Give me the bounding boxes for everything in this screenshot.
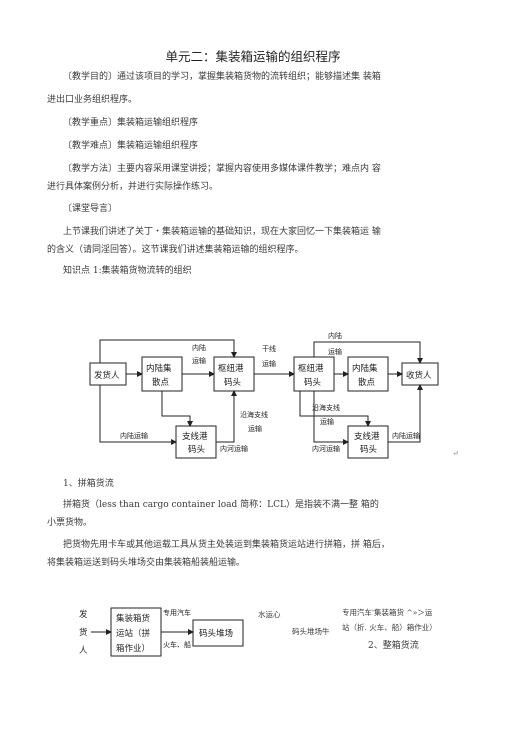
edge-label-coastal-a-2: 运输 — [248, 424, 262, 433]
shipper-label: 发货人 — [94, 370, 120, 381]
section-1-para-2-line-1: 把货物先用卡车或其他运载工具从货主处装运到集装箱货运站进行拼箱，拼 箱后， — [63, 540, 390, 550]
edge-label-inland-right-2: 运输 — [328, 347, 342, 356]
return-mark: ↵ — [452, 449, 459, 458]
edge-label-inland-top-2: 运输 — [192, 356, 206, 365]
feeder-port-b-line-1: 支线港 — [354, 431, 380, 442]
edge-label-inland-left: 内陆运输 — [120, 431, 148, 440]
inland-point-b-line-1: 内陆集 — [352, 363, 378, 374]
intro-heading: 〔课堂导言〕 — [63, 204, 118, 214]
lcl-shipper-3: 人 — [79, 646, 88, 656]
edge-label-river-b: 内河运输 — [312, 444, 340, 453]
hub-port-b-line-1: 枢纽港 — [298, 363, 324, 374]
hub-port-a-line-1: 枢纽港 — [218, 363, 244, 374]
edge-label-trunk-1: 干线 — [262, 344, 276, 353]
method-line-2: 进行具体案例分析，并进行实际操作练习。 — [47, 182, 219, 192]
inland-point-b-line-2: 散点 — [358, 377, 376, 388]
inland-point-a-line-2: 散点 — [152, 377, 170, 388]
water-label: 水运心 — [258, 610, 281, 619]
right-note-line-1: 专用汽车'集装箱货 ^»＞运 — [342, 608, 433, 617]
method-line-1: 〔教学方法〕主要内容采用课堂讲授；掌握内容使用多媒体课件教学；难点内 容 — [63, 164, 381, 174]
section-1-para-1-line-2: 小票货物。 — [47, 518, 93, 528]
intro-line-2: 的含义（请同淫回答）。这节课我们讲述集装箱运输的组织程序。 — [47, 245, 304, 255]
edge-label-coastal-b-2: 运输 — [320, 417, 334, 426]
section-1-heading: 1、拼箱货流 — [63, 479, 114, 489]
yard-right-label: 码头堆场牛 — [292, 627, 330, 636]
edge-label-inland-top-1: 内陆 — [192, 343, 206, 352]
hub-port-a-line-2: 码头 — [224, 377, 242, 388]
edge-label-coastal-b-1: 沿海支线 — [312, 403, 340, 412]
edge-label-inland-right: 内陆运输 — [392, 431, 420, 440]
section-1-para-2-line-2: 将集装箱运送到码头堆场交由集装箱船装船运输。 — [47, 558, 246, 568]
station-line-3: 箱作业） — [116, 643, 150, 654]
difficulty-line: 〔教学难点〕集装箱运输组织程序 — [63, 141, 199, 151]
edge-label-coastal-a-1: 沿海支线 — [240, 410, 268, 419]
objective-line-2: 进出口业务组织程序。 — [47, 95, 138, 105]
inland-point-a-line-1: 内陆集 — [146, 363, 172, 374]
edge-label-truck: 专用汽车 — [163, 608, 191, 617]
yard-label: 码头堆场 — [199, 628, 233, 639]
edge-label-river-a: 内河运输 — [220, 444, 248, 453]
section-1-para-1-line-1: 拼箱货（less than cargo container load 简称：LC… — [63, 500, 379, 510]
lcl-flow-diagram: 发 货 人 集装箱货 运站（拼 箱作业） 码头堆场 专用汽车 火车、船 — [79, 607, 244, 657]
section-2-heading: 2、整箱货流 — [368, 641, 419, 651]
right-note-line-2: 站（折. 火车、船）箱作业） — [342, 623, 437, 632]
consignee-label: 收货人 — [406, 370, 432, 381]
edge-label-inland-right-1: 内陆 — [328, 331, 342, 340]
objective-line-1: 〔教学目的〕通过该项目的学习，掌握集装箱货物的流转组织；能够描述集 装箱 — [63, 72, 381, 82]
hub-port-b-line-2: 码头 — [304, 377, 322, 388]
feeder-port-b-line-2: 码头 — [360, 444, 378, 455]
edge-label-rail-ship: 火车、船 — [163, 640, 191, 649]
container-flow-diagram: 发货人 内陆集 散点 枢纽港 码头 枢纽港 码头 内陆集 散点 收货人 支线港 … — [89, 331, 439, 459]
page-title: 单元二：集装箱运输的组织程序 — [165, 49, 341, 64]
station-line-2: 运站（拼 — [116, 628, 151, 639]
lcl-shipper-2: 货 — [79, 627, 88, 638]
feeder-port-a-line-1: 支线港 — [182, 431, 208, 442]
station-line-1: 集装箱货 — [116, 613, 151, 624]
knowledge-point-1: 知识点 1:集装箱货物流转的组织 — [63, 266, 192, 276]
lcl-shipper-1: 发 — [79, 609, 88, 620]
edge-label-trunk-2: 运输 — [262, 359, 276, 368]
intro-line-1: 上节课我们讲述了关丁・集装箱运输的基础知识，现在大家回忆一下集装箱运 输 — [63, 227, 381, 237]
feeder-port-a-line-2: 码头 — [188, 444, 206, 455]
key-point-line: 〔教学重点〕集装箱运输组织程序 — [63, 118, 199, 128]
